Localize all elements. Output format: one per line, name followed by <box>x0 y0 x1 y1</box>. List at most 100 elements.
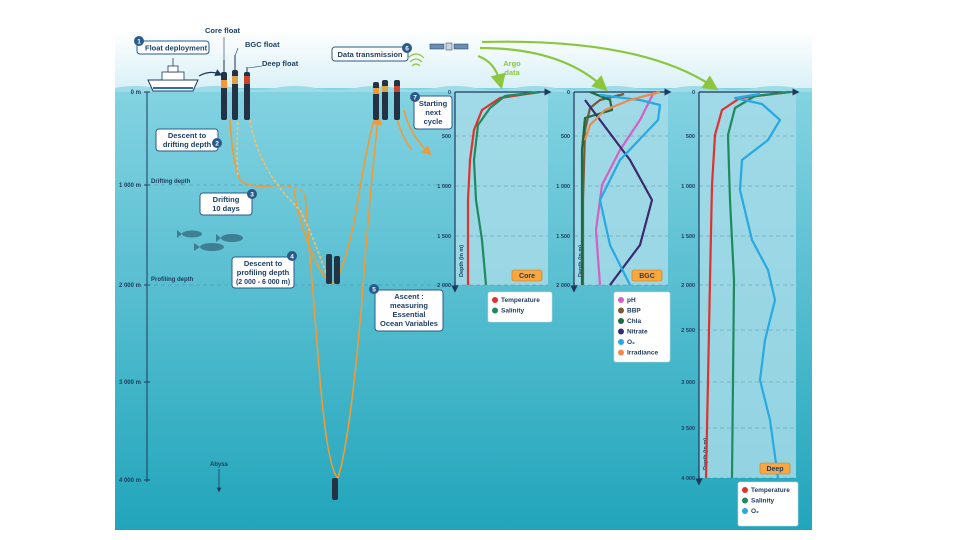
deep-y-tick-label: 1 500 <box>681 234 695 240</box>
step-2-number: 2 <box>215 141 219 148</box>
step-3-number: 3 <box>250 192 254 199</box>
profiling-depth-label: Profiling depth <box>151 277 194 283</box>
bgc-float-icon <box>232 55 238 120</box>
ocean-depth-tick-label: 3 000 m <box>119 380 141 386</box>
deep-legend-label: Temperature <box>751 487 790 494</box>
bgc-y-tick-label: 0 <box>567 90 570 96</box>
deep-y-tick-label: 1 000 <box>681 184 695 190</box>
step-4-label-line-2: profiling depth <box>237 268 290 277</box>
signal-waves-icon <box>407 53 425 67</box>
step-2-descent-to-drifting-depth: 2 Descent to drifting depth <box>155 128 222 152</box>
step-5-label-line-1: Ascent : <box>394 292 424 301</box>
argo-data-label-line-1: Argo <box>503 59 521 68</box>
step-5-ascent-measuring: 5 Ascent : measuring Essential Ocean Var… <box>369 284 444 332</box>
step-4-number: 4 <box>290 254 294 261</box>
deep-salinity-curve <box>726 90 791 479</box>
float-cycle-path <box>229 109 432 479</box>
step-7-label-line-3: cycle <box>424 117 443 126</box>
step-7-label-line-1: Starting <box>419 99 448 108</box>
floats-at-surface <box>221 37 263 120</box>
argo-data-arrows <box>477 40 719 92</box>
step-5-label-line-3: Essential <box>393 310 426 319</box>
bgc-legend-swatch <box>618 307 624 314</box>
bgc-legend-box <box>613 291 671 363</box>
deep-y-tick-label: 4 000 <box>681 476 695 482</box>
core-y-tick-label: 1 000 <box>437 184 451 190</box>
deep-legend-box <box>737 481 799 527</box>
step-2-label-line-2: drifting depth <box>163 140 212 149</box>
deep-legend-swatch <box>742 497 748 504</box>
deploy-arrow <box>198 69 223 77</box>
core-legend-label: Salinity <box>501 308 525 315</box>
core-float-label: Core float <box>205 26 241 35</box>
step-6-data-transmission: 6 Data transmission <box>331 43 412 62</box>
step-1-number: 1 <box>137 39 141 46</box>
bgc-legend-swatch <box>618 339 624 345</box>
step-4-label-line-3: (2 000 - 6 000 m) <box>236 279 290 286</box>
depth-guides <box>147 184 455 286</box>
bgc-legend-label: BBP <box>627 308 641 315</box>
sea-surface <box>115 86 812 92</box>
step-3-drifting-10-days: 3 Drifting 10 days <box>199 189 257 216</box>
step-1-label: Float deployment <box>145 44 208 53</box>
core-legend-swatch <box>492 307 498 314</box>
sky <box>115 30 812 90</box>
ship-icon <box>147 58 199 92</box>
ascending-floats-icon <box>373 80 400 120</box>
bgc-float-label: BGC float <box>245 40 280 49</box>
deep-float-icon <box>244 67 250 120</box>
bgc-chla-curve <box>580 90 614 285</box>
bgc-ph-curve <box>594 91 655 286</box>
core-tag <box>511 269 543 282</box>
step-7-starting-next-cycle: 7 Starting next cycle <box>410 92 453 130</box>
deep-temperature-curve <box>704 90 791 479</box>
bgc-tag <box>631 269 663 282</box>
deep-y-tick-label: 0 <box>692 90 695 96</box>
bgc-y-tick-label: 500 <box>561 134 570 140</box>
bgc-legend-label: pH <box>627 297 636 304</box>
deep-y-tick-label: 2 000 <box>681 283 695 289</box>
deep-y-tick-label: 3 000 <box>681 380 695 386</box>
core-tag-label: Core <box>519 273 535 280</box>
core-salinity-curve <box>472 90 541 286</box>
step-4-label-line-1: Descent to <box>244 259 283 268</box>
ocean-depth-tick-label: 4 000 m <box>119 478 141 484</box>
argo-data-label-line-2: data <box>504 68 520 77</box>
ocean-depth-tick-label: 0 m <box>131 90 141 96</box>
step-3-label-line-1: Drifting <box>213 195 240 204</box>
bgc-irradiance-curve <box>583 90 661 141</box>
core-y-tick-label: 2 000 <box>437 283 451 289</box>
step-3-label-line-2: 10 days <box>212 204 240 213</box>
bgc-y-tick-label: 1 000 <box>556 184 570 190</box>
bgc-legend-swatch <box>618 328 624 335</box>
deep-o--curve <box>733 92 782 479</box>
bgc-y-tick-label: 2 000 <box>556 283 570 289</box>
ocean-depth-tick-label: 1 000 m <box>119 183 141 189</box>
bgc-legend-label: O₂ <box>627 339 635 346</box>
step-7-label-line-2: next <box>425 108 441 117</box>
bgc-y-tick-label: 1 500 <box>556 234 570 240</box>
core-legend-box <box>487 291 553 323</box>
bgc-legend-label: Chla <box>627 318 641 325</box>
bgc-legend-label: Irradiance <box>627 350 658 357</box>
bgc-legend-swatch <box>618 318 624 324</box>
float-at-drift-icon <box>326 254 340 284</box>
deep-legend-label: Salinity <box>751 498 775 505</box>
bgc-legend-swatch <box>618 297 624 303</box>
core-y-tick-label: 0 <box>448 90 451 96</box>
core-y-axis-label: Depth (in m) <box>459 245 465 277</box>
deep-y-tick-label: 2 500 <box>681 328 695 334</box>
fish-school-icon <box>177 230 243 251</box>
step-7-number: 7 <box>413 95 417 102</box>
step-2-label-line-1: Descent to <box>168 131 207 140</box>
step-4-descent-to-profiling-depth: 4 Descent to profiling depth (2 000 - 6 … <box>231 251 297 289</box>
deep-float-label: Deep float <box>262 59 299 68</box>
core-y-tick-label: 1 500 <box>437 234 451 240</box>
bgc-o--curve <box>598 93 662 286</box>
